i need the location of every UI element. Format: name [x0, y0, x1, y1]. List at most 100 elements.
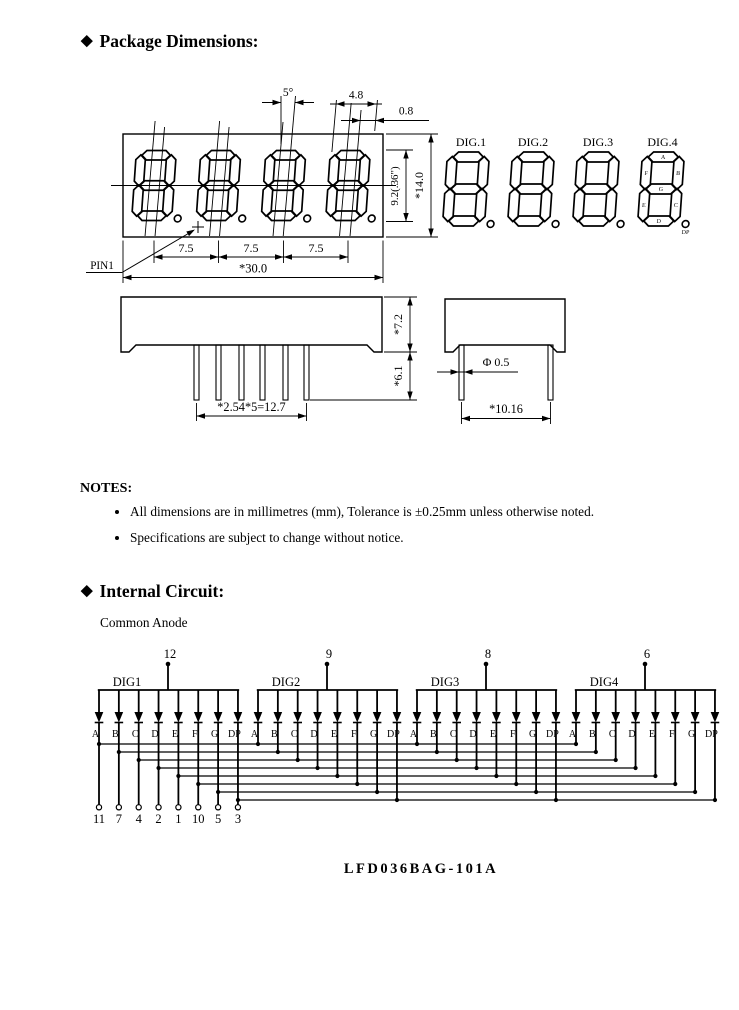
segment-B: [163, 153, 177, 188]
segment-letter: G: [370, 729, 377, 740]
arrowhead: [154, 254, 163, 260]
part-number: LFD036BAG-101A: [343, 861, 499, 877]
segment-letter: C: [609, 729, 616, 740]
digit-group-label: DIG4: [590, 675, 619, 689]
digit-view-label: DIG.2: [518, 135, 548, 149]
cathode-pin-number: 3: [235, 812, 241, 826]
segment-letter: A: [569, 729, 577, 740]
decimal-point: [237, 214, 247, 223]
segment-letter: D: [628, 729, 635, 740]
package-dimensions-title: Package Dimensions:: [99, 31, 259, 51]
arrowhead: [298, 413, 307, 419]
junction-dot: [613, 757, 618, 763]
segment-C: [604, 187, 618, 223]
arrowhead: [295, 99, 304, 106]
digit-height-label: 9.2(.36"): [389, 166, 401, 206]
segment-B: [357, 153, 371, 188]
cathode-pin-number: 2: [155, 812, 161, 826]
notes-list: All dimensions are in millimetres (mm), …: [80, 504, 680, 546]
pitch-label: 7.5: [309, 241, 324, 255]
digit-group-label: DIG2: [272, 675, 300, 689]
pin: [238, 344, 245, 401]
segment-letter: DP: [387, 729, 400, 740]
segment-letter: E: [172, 729, 178, 740]
segment-C: [161, 183, 175, 218]
segment-C: [291, 183, 305, 218]
segment-C: [226, 183, 240, 218]
arrowhead: [407, 352, 413, 361]
segment-letter: DP: [681, 230, 690, 236]
end-body-outline: [444, 298, 566, 353]
arrowhead: [367, 101, 376, 107]
led-diode: [631, 712, 640, 723]
package-width-label: *30.0: [239, 262, 267, 276]
pin: [259, 344, 266, 401]
cathode-terminal: [175, 804, 182, 811]
package-height-label: *14.0: [412, 172, 426, 199]
tilt-line: [144, 120, 156, 237]
arrowhead: [352, 117, 361, 124]
segment-letter: C: [450, 729, 457, 740]
digit-group-label: DIG1: [113, 675, 141, 689]
arrowhead: [374, 274, 383, 281]
segment-B: [606, 155, 620, 191]
arrowhead: [218, 254, 227, 260]
segment-letter: D: [310, 729, 317, 740]
cathode-pin-number: 4: [136, 812, 143, 826]
led-diode: [591, 712, 601, 723]
segment-letter: A: [410, 729, 418, 740]
arrowhead: [428, 134, 434, 143]
tilt-line: [374, 99, 378, 132]
segment-letter: E: [649, 729, 655, 740]
segment-letter: D: [656, 219, 661, 225]
segment-C: [355, 183, 369, 218]
segment-letter: A: [251, 729, 259, 740]
arrowhead: [407, 391, 413, 400]
cathode-pin-number: 7: [116, 812, 122, 826]
segment-letter: E: [490, 729, 496, 740]
segment-letter: G: [211, 729, 218, 740]
segment-letter: B: [271, 729, 278, 740]
angle-label: 5°: [283, 87, 294, 99]
anode-pin-number: 12: [164, 647, 177, 661]
pin: [547, 344, 554, 401]
cathode-pin-number: 1: [175, 812, 181, 826]
segment-letter: G: [659, 187, 664, 193]
cathode-terminal: [234, 804, 242, 811]
segment-letter: DP: [705, 729, 718, 740]
led-diode: [114, 712, 124, 723]
decimal-point: [302, 214, 312, 223]
segment-letter: C: [674, 203, 678, 209]
segment-letter: B: [589, 729, 596, 740]
led-diode: [412, 712, 422, 723]
tilt-line: [272, 121, 284, 237]
segment-letter: C: [132, 729, 139, 740]
led-diode: [511, 712, 521, 723]
pin: [303, 344, 310, 401]
cathode-pin-number: 5: [215, 812, 221, 826]
segment-F: [133, 153, 147, 188]
tilt-line: [282, 95, 296, 237]
led-diode: [551, 712, 561, 723]
notes-block: NOTES: All dimensions are in millimetres…: [80, 481, 680, 556]
arrowhead: [123, 274, 132, 281]
arrowhead: [464, 369, 473, 375]
dim-0-8-label: 0.8: [399, 106, 414, 118]
anode-pin-number: 8: [485, 647, 491, 661]
segment-letter: F: [351, 729, 357, 740]
segment-letter: E: [331, 729, 337, 740]
decimal-point: [486, 219, 495, 229]
led-diode: [253, 712, 263, 723]
segment-letter: A: [92, 729, 100, 740]
digit-view-label: DIG.4: [647, 135, 677, 149]
front-digit: [195, 149, 247, 223]
junction-dot: [156, 765, 161, 771]
led-diode: [432, 712, 442, 723]
segment-F: [197, 153, 211, 188]
segment-F: [444, 155, 458, 191]
arrowhead: [407, 343, 413, 352]
front-digit: [260, 149, 312, 223]
segment-letter: G: [688, 729, 695, 740]
cathode-terminal: [214, 804, 222, 811]
junction-dot: [642, 661, 648, 667]
